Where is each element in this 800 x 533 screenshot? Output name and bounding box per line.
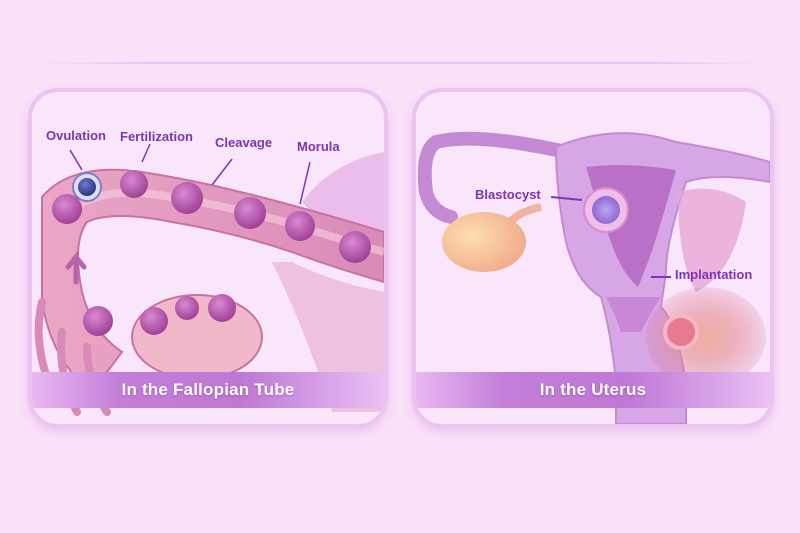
caption-fallopian-tube: In the Fallopian Tube: [32, 372, 384, 408]
label-ovulation: Ovulation: [46, 128, 106, 143]
label-cleavage: Cleavage: [215, 135, 273, 150]
caption-uterus: In the Uterus: [416, 372, 770, 408]
panel-uterus: Blastocyst Implantation In the Uterus: [412, 88, 774, 428]
top-divider: [35, 62, 765, 64]
label-implantation: Implantation: [675, 267, 753, 282]
label-blastocyst: Blastocyst: [475, 187, 541, 202]
uterus-illustration: [417, 131, 770, 424]
panel-fallopian-tube: Ovulation Fertilization Cleavage Morula …: [28, 88, 388, 428]
label-morula: Morula: [297, 139, 340, 154]
label-fertilization: Fertilization: [120, 129, 193, 144]
